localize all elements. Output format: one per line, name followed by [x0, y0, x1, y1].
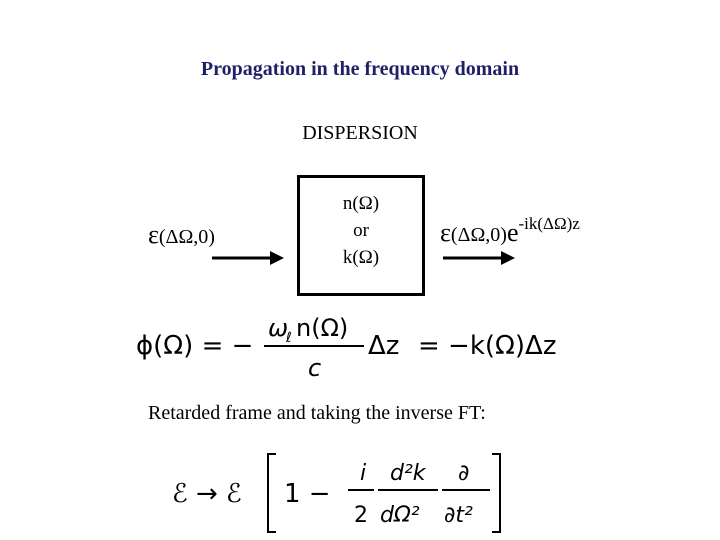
- phase-equation: ϕ(Ω) = − ω ℓ n(Ω) c Δz = −k(Ω)Δz: [136, 314, 556, 382]
- phase-equation-den: c: [308, 354, 321, 382]
- left-bracket: [267, 453, 276, 533]
- envelope-equation-lhs: ℰ → ℰ: [172, 479, 242, 509]
- input-arrow: [212, 251, 284, 265]
- retarded-frame-text: Retarded frame and taking the inverse FT…: [148, 402, 486, 424]
- fraction3-num: ∂: [458, 461, 469, 486]
- output-field-args: (ΔΩ,0): [450, 224, 507, 246]
- box-line-n: n(Ω): [342, 193, 380, 214]
- dispersion-label: DISPERSION: [302, 122, 418, 144]
- output-arrow: [443, 251, 515, 265]
- output-exponent: -ik(ΔΩ)z: [518, 214, 580, 233]
- input-field-label: ε(ΔΩ,0): [148, 220, 215, 250]
- output-exp-base: e: [506, 218, 519, 247]
- output-field-symbol: ε: [440, 218, 451, 247]
- envelope-equation: ℰ → ℰ 1 − i 2 d²k dΩ² ∂ ∂t²: [172, 453, 501, 533]
- envelope-equation-one-minus: 1 −: [284, 479, 331, 509]
- phase-equation-num-omega: ω: [268, 314, 288, 342]
- phase-equation-num-rest: n(Ω): [296, 314, 348, 342]
- fraction3-den: ∂t²: [444, 503, 473, 528]
- input-field-symbol: ε: [148, 220, 159, 249]
- output-field-label: ε(ΔΩ,0)e-ik(ΔΩ)z: [440, 214, 580, 248]
- fraction1-den: 2: [354, 503, 368, 528]
- phase-equation-lhs: ϕ(Ω) = −: [136, 331, 253, 361]
- fraction2-den: dΩ²: [380, 503, 420, 528]
- fraction1-num: i: [360, 461, 366, 486]
- phase-equation-dz: Δz: [368, 331, 399, 361]
- right-bracket: [492, 453, 501, 533]
- fraction2-num: d²k: [390, 461, 427, 486]
- slide-title: Propagation in the frequency domain: [200, 58, 520, 80]
- dispersion-box: [297, 175, 425, 296]
- phase-equation-rhs: = −k(Ω)Δz: [418, 331, 556, 361]
- box-line-k: k(Ω): [342, 247, 380, 268]
- phase-equation-num-sub: ℓ: [285, 330, 292, 346]
- box-line-or: or: [353, 220, 369, 241]
- dispersion-box-text: n(Ω) or k(Ω): [297, 190, 425, 271]
- input-field-args: (ΔΩ,0): [158, 226, 215, 248]
